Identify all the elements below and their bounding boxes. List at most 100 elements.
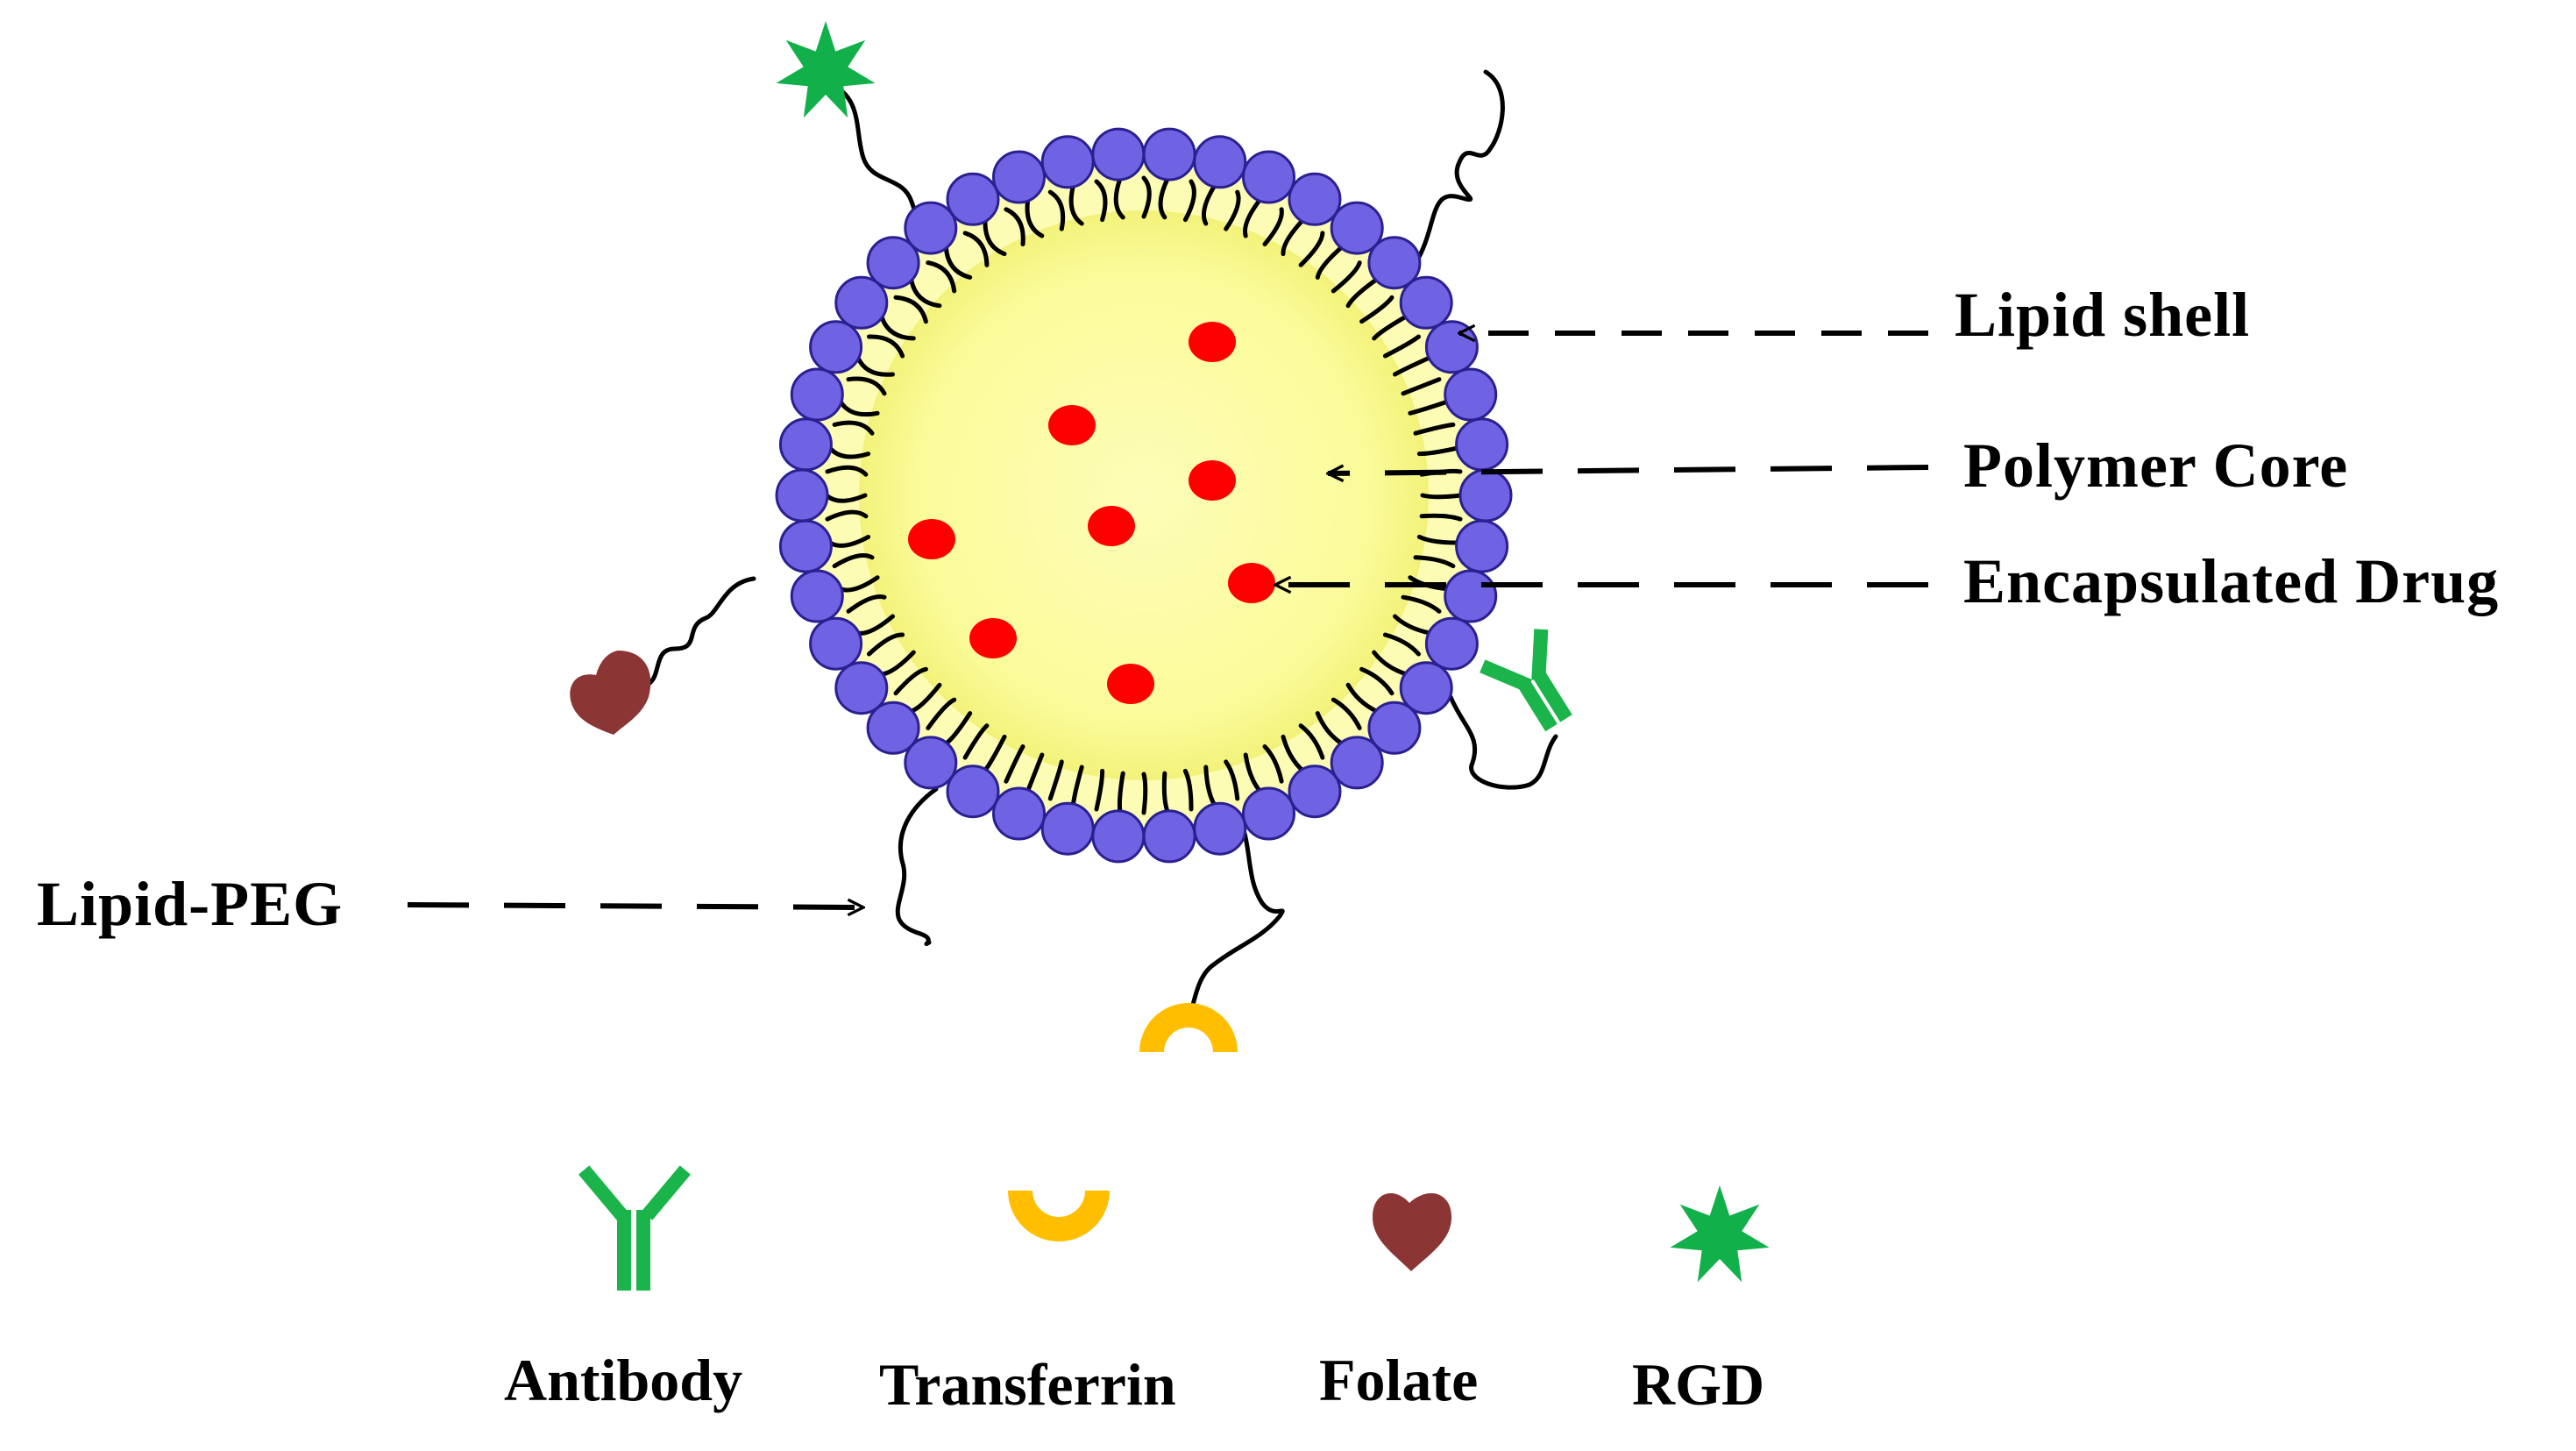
lipid-tail — [1315, 245, 1345, 280]
lipid-head — [1367, 236, 1422, 290]
lipid-head — [992, 786, 1046, 841]
lipid-tail — [893, 666, 928, 696]
lipid-head — [778, 519, 833, 573]
drug-dot — [1048, 405, 1096, 445]
lipid-tail — [909, 277, 942, 309]
lipid-tail — [1141, 772, 1148, 815]
lipid-head — [904, 201, 958, 255]
lipid-tail — [1025, 197, 1045, 238]
lipid-tail — [1359, 666, 1394, 696]
lipid-head — [834, 661, 889, 715]
lipid-tail — [1372, 650, 1409, 677]
lipid-tail — [943, 245, 973, 280]
legend-antibody-label: Antibody — [504, 1347, 743, 1413]
lipid-head — [1142, 127, 1196, 181]
lipid-head — [778, 417, 833, 472]
tether-antibody — [1448, 694, 1558, 790]
drug-dot — [1189, 460, 1236, 501]
lipid-tail — [1004, 207, 1025, 246]
lipid-tail — [1331, 260, 1362, 294]
lipid-head — [775, 468, 829, 523]
lipid-tail — [1413, 555, 1456, 569]
tether-top-right — [1413, 69, 1505, 266]
lipid-head — [809, 616, 863, 671]
rgd-star-icon — [776, 21, 876, 118]
lipid-tail — [1359, 295, 1394, 324]
lipid-tail — [1298, 723, 1325, 760]
rgd-star-shape — [776, 21, 876, 118]
lipid-head — [790, 367, 844, 422]
lipid-head — [1091, 809, 1146, 864]
lipid-tail — [1047, 189, 1066, 231]
lipid-head — [1040, 801, 1095, 856]
lipid-tail — [1161, 771, 1170, 814]
lipid-tail — [1331, 697, 1362, 730]
lipid-head — [790, 569, 844, 623]
lipid-tail — [962, 231, 990, 267]
tether-lipid-peg — [895, 786, 939, 947]
lipid-tail — [1345, 277, 1379, 309]
lipid-head — [946, 765, 1000, 819]
transferrin-icon — [1139, 1003, 1238, 1052]
lipid-tail — [1416, 445, 1460, 457]
lipid-heads — [775, 127, 1513, 864]
lipid-tail — [879, 314, 916, 341]
lipid-tail — [1420, 493, 1464, 500]
lipid-tail — [846, 594, 887, 614]
lipid-tail — [1393, 614, 1432, 636]
lipid-head — [1288, 765, 1342, 819]
lipid-tail — [867, 334, 905, 359]
lipid-head — [1091, 127, 1146, 181]
lipid-tail — [1094, 179, 1108, 223]
drug-dot — [969, 618, 1017, 658]
lipid-tail — [1382, 334, 1421, 359]
lipid-tail — [1182, 179, 1196, 223]
legend-rgd-label: RGD — [1632, 1351, 1765, 1418]
lipid-tail — [1413, 422, 1456, 436]
lipid-tail — [1372, 314, 1409, 341]
lipid-head — [1424, 616, 1479, 671]
lipid-head — [809, 320, 863, 374]
rgd-star-icon — [1670, 1185, 1770, 1283]
lipid-head — [1142, 809, 1196, 864]
lipid-tail — [1113, 176, 1125, 220]
lipid-tail — [1047, 759, 1064, 801]
lipid-tail — [983, 218, 1007, 257]
lipid-tail — [962, 723, 990, 760]
lipid-tail — [1401, 377, 1442, 396]
legend-icons — [578, 1165, 1770, 1291]
lipid-head — [1330, 736, 1384, 790]
arrow-polymer-core — [1328, 467, 1929, 473]
lipid-head — [866, 236, 920, 290]
lipid-head — [1458, 468, 1513, 523]
attached-ligands — [570, 21, 1572, 1052]
lipid-tail — [846, 376, 887, 396]
lipid-tail — [1262, 207, 1284, 246]
antibody-icon — [1480, 629, 1572, 732]
polymer-core-label: Polymer Core — [1963, 430, 2349, 501]
transferrin-icon — [1008, 1191, 1110, 1241]
lipid-head — [1193, 801, 1247, 856]
lipid-tail — [1203, 765, 1217, 807]
folate-heart-icon — [1372, 1192, 1452, 1271]
lipid-tail — [1224, 189, 1241, 231]
lipid-tail — [832, 420, 875, 436]
lipid-tail — [1416, 534, 1460, 545]
legend-folate-label: Folate — [1319, 1347, 1479, 1413]
lipid-tail — [1345, 682, 1379, 714]
lipid-tail — [1202, 183, 1217, 226]
lipid-tail — [926, 260, 957, 294]
lipid-head — [946, 172, 1000, 226]
lipid-head — [1399, 661, 1453, 715]
lipid-head — [866, 701, 920, 755]
lipid-tail — [1141, 175, 1152, 219]
lipid-tail — [832, 553, 875, 569]
antibody-icon — [578, 1165, 691, 1291]
drug-dot — [1189, 322, 1236, 362]
drug-dot — [1088, 506, 1135, 546]
lipid-head — [1424, 320, 1479, 374]
lipid-tail — [1094, 768, 1105, 812]
lipid-tail — [824, 493, 868, 503]
lipid-head — [1367, 701, 1422, 755]
lipid-tail — [855, 355, 895, 377]
